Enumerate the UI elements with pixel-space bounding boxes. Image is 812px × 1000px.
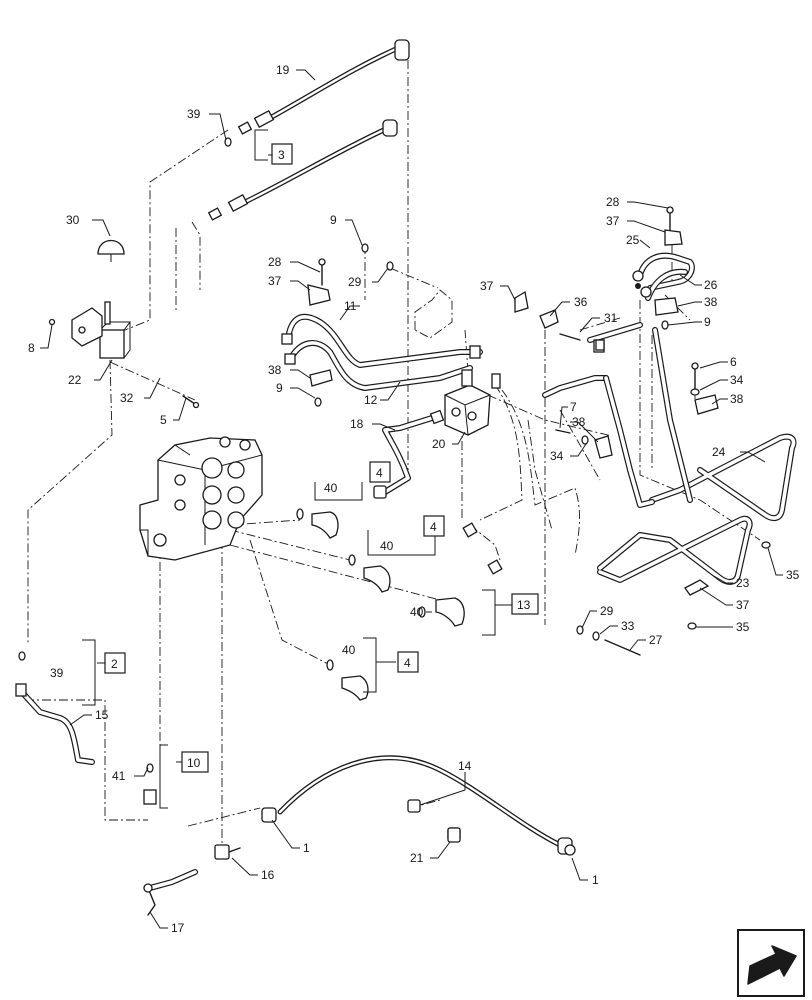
callout-23: 23 [736,576,750,590]
tube-23 [587,322,753,585]
callout-18: 18 [350,417,364,431]
tube-11-12 [281,313,483,391]
boxed-callout-2: 2 [111,657,118,671]
callout-32: 32 [120,391,134,405]
callout-8: 8 [28,341,35,355]
tube-25-26 [632,252,695,301]
callout-34: 34 [550,449,564,463]
callout-14: 14 [458,759,472,773]
callout-40: 40 [410,605,424,619]
callout-40: 40 [342,643,356,657]
callout-1: 1 [592,873,599,887]
callout-24: 24 [712,445,726,459]
phantom-bracket [414,289,453,339]
callout-11: 11 [344,299,357,313]
callout-19: 19 [276,63,290,77]
callout-37: 37 [736,598,750,612]
callout-39: 39 [50,666,64,680]
callout-28: 28 [606,195,620,209]
callout-9: 9 [704,315,711,329]
knob-30 [97,239,125,262]
callout-20: 20 [432,437,446,451]
tube-18 [373,415,435,499]
callout-38: 38 [704,295,718,309]
phantom-lines [25,60,761,850]
callout-29: 29 [600,604,614,618]
callout-30: 30 [66,213,80,227]
callout-5: 5 [160,413,167,427]
callout-39: 39 [187,107,201,121]
callout-37: 37 [268,274,282,288]
callout-37: 37 [606,214,620,228]
leader-lines [40,69,783,929]
control-valve-body [139,436,263,561]
boxed-callout-4: 4 [430,520,437,534]
callout-17: 17 [171,921,185,935]
callout-27: 27 [649,633,663,647]
tube-24 [542,375,797,522]
callout-21: 21 [410,851,424,865]
callout-16: 16 [261,868,275,882]
callout-22: 22 [68,373,82,387]
callout-6: 6 [730,355,737,369]
callout-40: 40 [324,481,338,495]
callout-37: 37 [480,279,494,293]
callout-9: 9 [276,381,283,395]
callout-26: 26 [704,278,718,292]
callout-12: 12 [364,393,378,407]
hose-3 [207,119,398,221]
callout-38: 38 [572,415,586,429]
callout-35: 35 [786,568,800,582]
callout-33: 33 [621,619,635,633]
boxed-callout-13: 13 [517,598,531,612]
callout-41: 41 [112,769,126,783]
boxed-callout-10: 10 [187,756,201,770]
boxed-callout-4: 4 [376,466,383,480]
callout-1: 1 [303,841,310,855]
switch-22 [71,301,131,359]
callout-40: 40 [380,539,394,553]
hose-14 [261,755,573,855]
callout-29: 29 [348,275,362,289]
callout-35: 35 [736,620,750,634]
small-hardware [15,137,771,916]
back-arrow-icon[interactable] [737,929,805,997]
callout-38: 38 [268,363,282,377]
callout-15: 15 [95,708,109,722]
callout-28: 28 [268,255,282,269]
phantom-tubes [469,384,580,561]
callout-7: 7 [570,400,577,414]
boxed-callout-4: 4 [404,656,411,670]
callout-36: 36 [574,295,588,309]
callout-25: 25 [626,233,640,247]
callout-34: 34 [730,373,744,387]
callout-31: 31 [604,311,618,325]
callout-38: 38 [730,392,744,406]
group-brackets [82,129,512,809]
callout-labels: 19 39 30 8 22 32 5 9 29 28 37 11 38 9 12… [28,63,800,935]
boxed-callout-3: 3 [278,148,285,162]
boxed-callouts: 3 4 4 13 4 2 10 [104,143,539,773]
manifold-block-20 [429,369,501,436]
callout-9: 9 [330,213,337,227]
hose-19 [237,39,410,135]
